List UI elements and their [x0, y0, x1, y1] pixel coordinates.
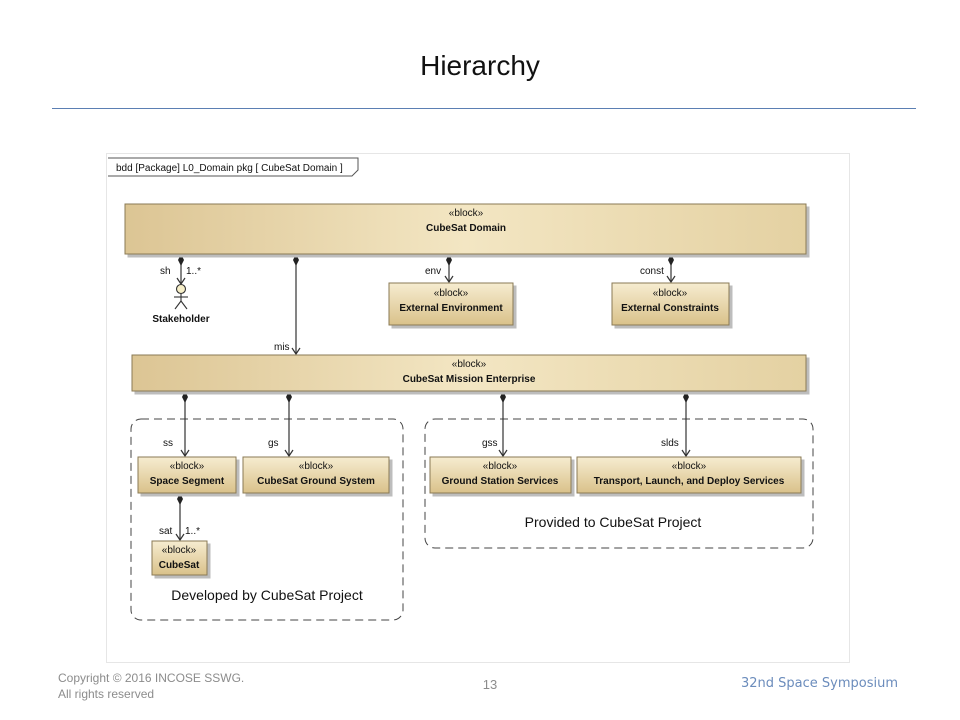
stereotype: «block» — [452, 359, 487, 370]
stakeholder-label: Stakeholder — [152, 314, 209, 325]
role-gs: gs — [268, 438, 279, 449]
block-ground-system: «block» CubeSat Ground System — [242, 456, 390, 494]
composition-diamonds — [177, 254, 689, 505]
stakeholder-actor-icon — [174, 283, 188, 310]
stereotype: «block» — [483, 461, 518, 472]
stereotype: «block» — [672, 461, 707, 472]
block-transport-launch-deploy: «block» Transport, Launch, and Deploy Se… — [576, 456, 802, 494]
role-sh: sh — [160, 266, 171, 277]
frame-label: bdd [Package] L0_Domain pkg [ CubeSat Do… — [116, 163, 343, 174]
block-space-segment: «block» Space Segment — [137, 456, 237, 494]
block-name: External Environment — [399, 303, 503, 314]
block-cubesat: «block» CubeSat — [151, 540, 208, 576]
stereotype: «block» — [653, 288, 688, 299]
title-divider — [52, 108, 916, 109]
package-developed-label: Developed by CubeSat Project — [171, 587, 363, 603]
frame-tab: bdd [Package] L0_Domain pkg [ CubeSat Do… — [108, 157, 359, 177]
mult-sh: 1..* — [186, 266, 201, 277]
block-name: CubeSat Domain — [426, 223, 506, 234]
slide-title: Hierarchy — [420, 50, 540, 81]
stereotype: «block» — [162, 545, 197, 556]
role-const: const — [640, 266, 664, 277]
block-name: Transport, Launch, and Deploy Services — [594, 476, 785, 487]
stereotype: «block» — [434, 288, 469, 299]
role-gss: gss — [482, 438, 498, 449]
block-mission-enterprise: «block» CubeSat Mission Enterprise — [131, 354, 807, 392]
role-sat: sat — [159, 526, 173, 537]
package-provided — [424, 418, 814, 549]
role-mis: mis — [274, 342, 290, 353]
block-ground-station-services: «block» Ground Station Services — [429, 456, 572, 494]
footer-copyright: Copyright © 2016 INCOSE SSWG. All rights… — [58, 671, 245, 701]
block-cubesat-domain: «block» CubeSat Domain — [124, 203, 807, 255]
block-name: CubeSat Mission Enterprise — [403, 374, 536, 385]
package-provided-label: Provided to CubeSat Project — [525, 514, 702, 530]
stereotype: «block» — [449, 208, 484, 219]
footer-event-name: 32nd Space Symposium — [740, 676, 898, 691]
block-name: CubeSat — [159, 560, 200, 571]
mult-sat: 1..* — [185, 526, 200, 537]
role-env: env — [425, 266, 441, 277]
block-name: External Constraints — [621, 303, 719, 314]
role-slds: slds — [661, 438, 679, 449]
package-developed — [130, 418, 404, 621]
block-external-constraints: «block» External Constraints — [611, 282, 730, 326]
navigation-arrows — [175, 275, 691, 542]
block-external-environment: «block» External Environment — [388, 282, 514, 326]
page-number: 13 — [482, 677, 498, 692]
block-name: CubeSat Ground System — [257, 476, 375, 487]
block-name: Ground Station Services — [442, 476, 559, 487]
stereotype: «block» — [299, 461, 334, 472]
block-name: Space Segment — [150, 476, 225, 487]
role-ss: ss — [163, 438, 173, 449]
stereotype: «block» — [170, 461, 205, 472]
